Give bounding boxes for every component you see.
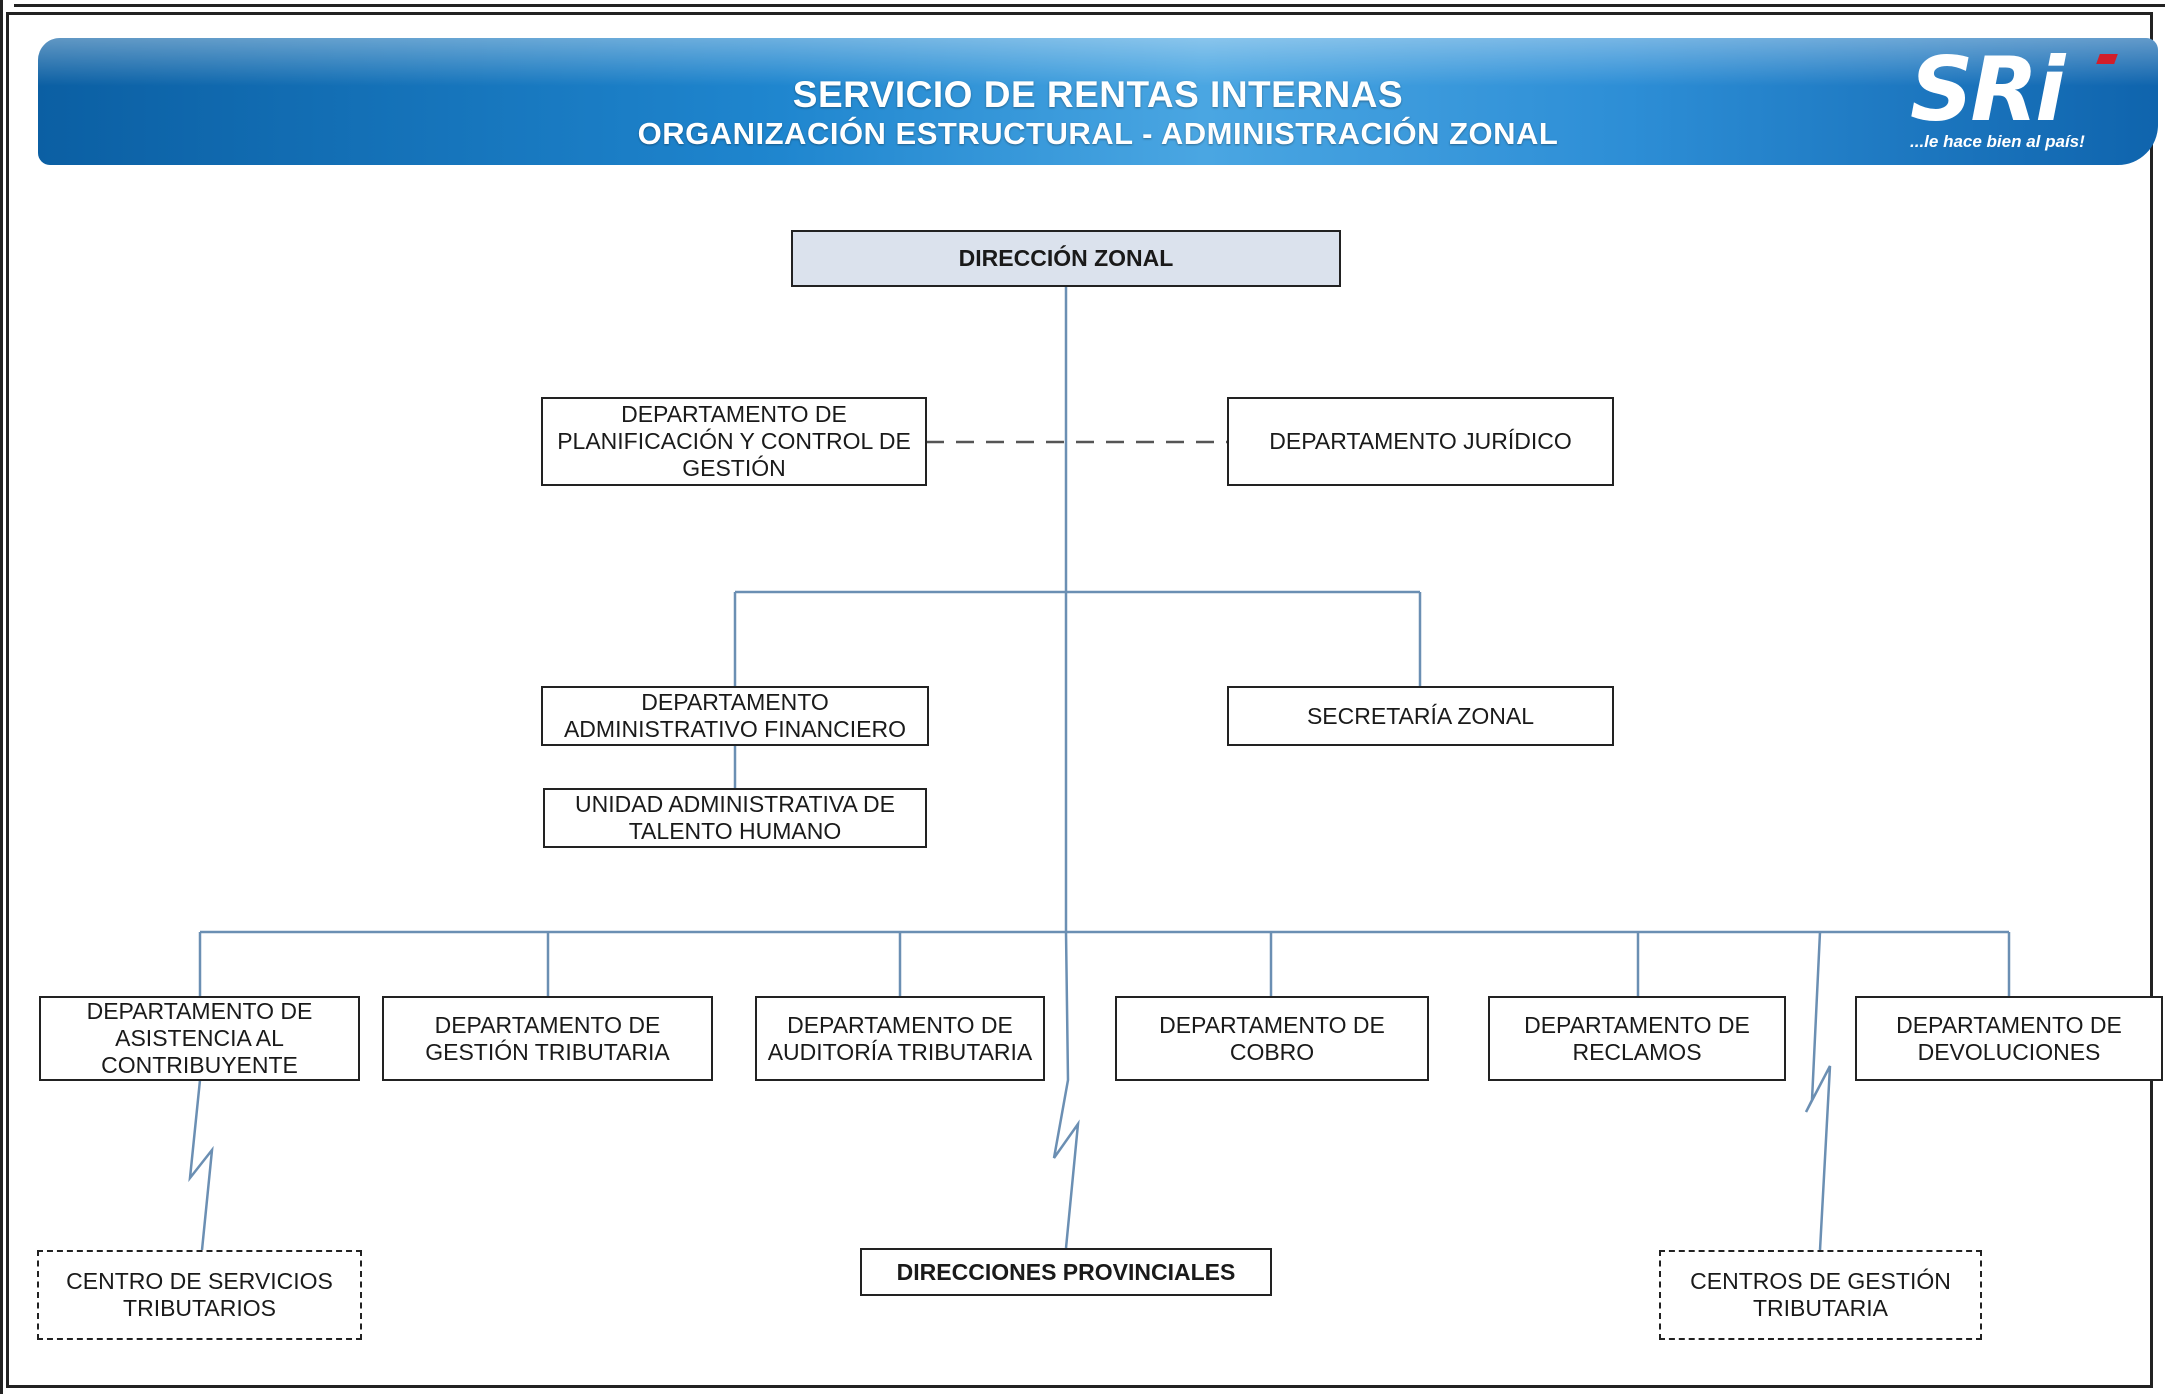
advisory-left-node: DEPARTAMENTO DE PLANIFICACIÓN Y CONTROL … <box>541 397 927 486</box>
operational-node-5: DEPARTAMENTO DE RECLAMOS <box>1488 996 1786 1081</box>
banner-subtitle: ORGANIZACIÓN ESTRUCTURAL - ADMINISTRACIÓ… <box>637 116 1559 151</box>
top-border <box>14 4 2165 7</box>
remote-center-node: DIRECCIONES PROVINCIALES <box>860 1248 1272 1296</box>
link-right <box>1804 931 1832 1251</box>
advisory-right-node: DEPARTAMENTO JURÍDICO <box>1227 397 1614 486</box>
banner-title: SERVICIO DE RENTAS INTERNAS <box>792 74 1404 115</box>
support-left-node: DEPARTAMENTO ADMINISTRATIVO FINANCIERO <box>541 686 929 746</box>
operational-node-2: DEPARTAMENTO DE GESTIÓN TRIBUTARIA <box>382 996 713 1081</box>
sri-logo: SRi ...le hace bien al país! <box>1910 46 2135 158</box>
operational-node-1: DEPARTAMENTO DE ASISTENCIA AL CONTRIBUYE… <box>39 996 360 1081</box>
link-center <box>1052 931 1080 1249</box>
logo-tagline: ...le hace bien al país! <box>1910 132 2085 151</box>
page-frame <box>6 12 2153 1388</box>
support-right-node: SECRETARÍA ZONAL <box>1227 686 1614 746</box>
operational-node-3: DEPARTAMENTO DE AUDITORÍA TRIBUTARIA <box>755 996 1045 1081</box>
remote-right-node: CENTROS DE GESTIÓN TRIBUTARIA <box>1659 1250 1982 1340</box>
link-left <box>188 1079 214 1251</box>
operational-node-4: DEPARTAMENTO DE COBRO <box>1115 996 1429 1081</box>
operational-node-6: DEPARTAMENTO DE DEVOLUCIONES <box>1855 996 2163 1081</box>
logo-mark: SRi <box>1910 38 2065 141</box>
remote-left-node: CENTRO DE SERVICIOS TRIBUTARIOS <box>37 1250 362 1340</box>
root-node: DIRECCIÓN ZONAL <box>791 230 1341 287</box>
left-border <box>0 0 3 1394</box>
header-banner: SERVICIO DE RENTAS INTERNAS ORGANIZACIÓN… <box>38 38 2158 165</box>
support-left-child-node: UNIDAD ADMINISTRATIVA DE TALENTO HUMANO <box>543 788 927 848</box>
